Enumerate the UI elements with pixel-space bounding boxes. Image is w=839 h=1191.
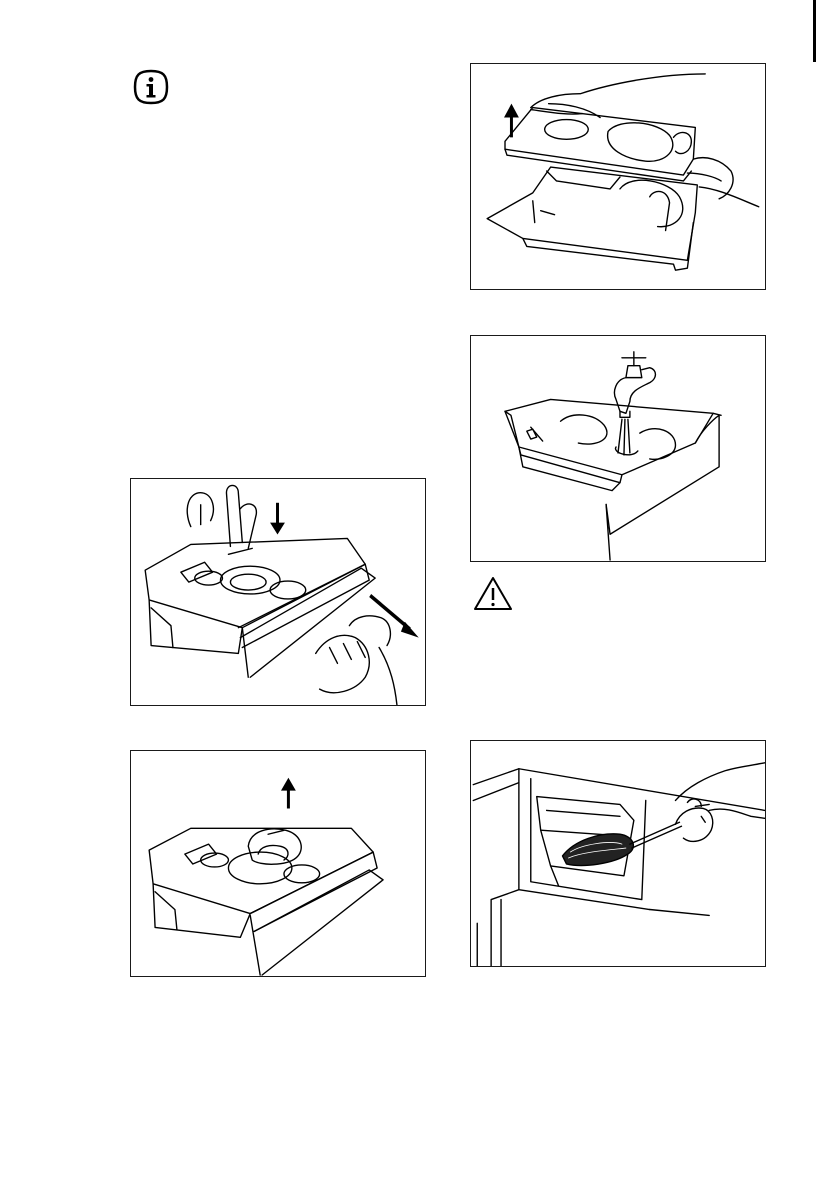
tray-drawing [505, 399, 721, 560]
arrow-down-icon [270, 503, 285, 535]
warning-triangle-icon [473, 576, 513, 612]
dispenser-recess-clean-with-brush [470, 740, 766, 967]
insert-lifted-drawing [248, 829, 301, 864]
upper-part-drawing [505, 108, 695, 181]
machine-front-drawing [473, 769, 764, 966]
lower-part-drawing [487, 167, 697, 270]
dispenser-drawer-drawing [149, 828, 383, 975]
water-stream-drawing [615, 419, 637, 455]
hand-pulling-drawing [316, 616, 397, 705]
hand-drawing [675, 763, 764, 842]
dispenser-tray-separate-parts [470, 63, 766, 290]
info-icon [133, 69, 169, 105]
arrow-up-icon [281, 778, 296, 809]
dispenser-tray-press-release-pull [130, 478, 426, 706]
hands-drawing [531, 74, 759, 207]
hand-pressing-drawing [187, 485, 256, 548]
arrow-up-icon [504, 104, 519, 138]
dispenser-drawer-drawing [145, 538, 375, 677]
page-edge-marker [813, 0, 816, 62]
dispenser-tray-rinse-under-tap [470, 335, 766, 562]
brush-drawing [562, 822, 681, 865]
dispenser-tray-remove-insert [130, 750, 426, 977]
arrow-out-icon [369, 594, 419, 638]
